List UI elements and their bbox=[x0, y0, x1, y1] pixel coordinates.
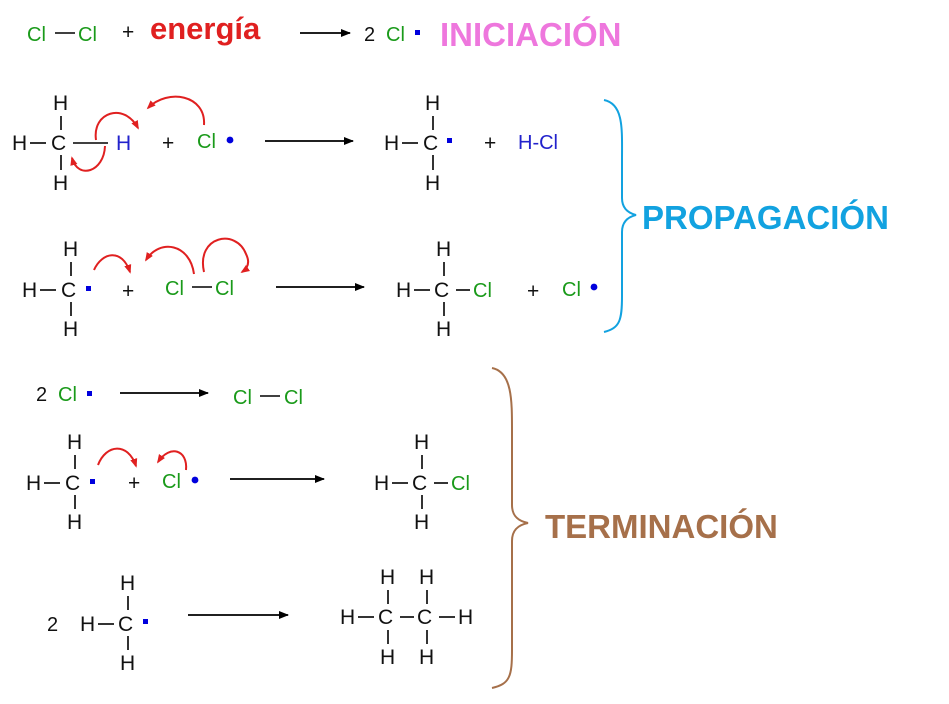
h-atom: H bbox=[374, 472, 389, 495]
curved-arrow bbox=[93, 254, 132, 274]
cl-atom: Cl bbox=[451, 473, 470, 495]
h-atom: H bbox=[436, 238, 451, 261]
energy-label: energía bbox=[150, 11, 261, 46]
c-atom: C bbox=[434, 279, 449, 302]
c-atom: C bbox=[423, 132, 438, 155]
c-atom: C bbox=[118, 613, 133, 636]
plus-sign: + bbox=[162, 132, 174, 155]
radical-dot bbox=[415, 30, 420, 35]
h-atom: H bbox=[63, 318, 78, 341]
h-atom: H bbox=[67, 511, 82, 534]
radical-dot bbox=[590, 283, 598, 291]
h-atom: H bbox=[53, 92, 68, 115]
c-atom: C bbox=[417, 606, 432, 629]
c-atom: C bbox=[378, 606, 393, 629]
curved-arrow bbox=[94, 111, 139, 141]
termination-step-1: 2 Cl Cl Cl bbox=[36, 384, 303, 409]
h-atom: H bbox=[425, 172, 440, 195]
cl-atom: Cl bbox=[233, 387, 252, 409]
plus-sign: + bbox=[122, 21, 134, 44]
h-atom: H bbox=[380, 566, 395, 589]
cl-atom: Cl bbox=[78, 24, 97, 46]
h-atom-blue: H bbox=[116, 132, 131, 155]
cl-atom: Cl bbox=[197, 131, 216, 153]
cl-atom: Cl bbox=[58, 384, 77, 406]
h-atom: H bbox=[419, 646, 434, 669]
cl-atom: Cl bbox=[386, 24, 405, 46]
propagation-step-2: H H C H + Cl Cl H H C Cl H + Cl bbox=[22, 237, 598, 341]
h-atom: H bbox=[340, 606, 355, 629]
radical-dot bbox=[226, 136, 234, 144]
termination-step-2: H H C H + Cl H H C Cl H bbox=[26, 431, 470, 534]
plus-sign: + bbox=[527, 280, 539, 303]
curved-arrow bbox=[145, 245, 195, 275]
c-atom: C bbox=[65, 472, 80, 495]
plus-sign: + bbox=[484, 132, 496, 155]
cl-atom: Cl bbox=[27, 24, 46, 46]
cl-atom: Cl bbox=[562, 279, 581, 301]
h-atom: H bbox=[396, 279, 411, 302]
h-atom: H bbox=[458, 606, 473, 629]
c-atom: C bbox=[51, 132, 66, 155]
terminacion-label: TERMINACIÓN bbox=[545, 508, 778, 545]
h-atom: H bbox=[80, 613, 95, 636]
h-atom: H bbox=[414, 431, 429, 454]
h-atom: H bbox=[53, 172, 68, 195]
radical-dot bbox=[447, 138, 452, 143]
coefficient: 2 bbox=[36, 384, 47, 406]
radical-dot bbox=[87, 391, 92, 396]
cl-atom: Cl bbox=[284, 387, 303, 409]
plus-sign: + bbox=[122, 280, 134, 303]
initiation-row: Cl Cl + energía 2 Cl INICIACIÓN bbox=[27, 11, 622, 53]
iniciacion-label: INICIACIÓN bbox=[440, 16, 622, 53]
curved-arrow bbox=[201, 237, 250, 273]
h-atom: H bbox=[384, 132, 399, 155]
h-atom: H bbox=[419, 566, 434, 589]
curved-arrow bbox=[70, 145, 106, 172]
cl-atom: Cl bbox=[215, 278, 234, 300]
propagacion-label: PROPAGACIÓN bbox=[642, 199, 889, 236]
h-atom: H bbox=[22, 279, 37, 302]
radical-dot bbox=[191, 476, 199, 484]
cl-atom: Cl bbox=[473, 280, 492, 302]
h-atom: H bbox=[380, 646, 395, 669]
radical-dot bbox=[143, 619, 148, 624]
c-atom: C bbox=[412, 472, 427, 495]
h-atom: H bbox=[425, 92, 440, 115]
coefficient: 2 bbox=[364, 24, 375, 46]
curved-arrow bbox=[146, 95, 206, 126]
termination-step-3: 2 H H C H H H H C C H H H bbox=[47, 566, 473, 675]
c-atom: C bbox=[61, 279, 76, 302]
h-atom: H bbox=[436, 318, 451, 341]
h-atom: H bbox=[63, 238, 78, 261]
coefficient: 2 bbox=[47, 614, 58, 636]
radical-dot bbox=[90, 479, 95, 484]
plus-sign: + bbox=[128, 472, 140, 495]
radical-dot bbox=[86, 286, 91, 291]
curved-arrow bbox=[157, 450, 188, 471]
termination-brace bbox=[491, 367, 529, 689]
h-atom: H bbox=[414, 511, 429, 534]
propagation-step-1: H H C H H + Cl H H C H + H-Cl bbox=[12, 92, 558, 195]
cl-atom: Cl bbox=[165, 278, 184, 300]
propagation-brace bbox=[603, 99, 637, 333]
hcl-molecule: H-Cl bbox=[518, 132, 558, 154]
h-atom: H bbox=[120, 572, 135, 595]
curved-arrow bbox=[97, 447, 138, 468]
h-atom: H bbox=[67, 431, 82, 454]
cl-atom: Cl bbox=[162, 471, 181, 493]
h-atom: H bbox=[26, 472, 41, 495]
h-atom: H bbox=[120, 652, 135, 675]
h-atom: H bbox=[12, 132, 27, 155]
